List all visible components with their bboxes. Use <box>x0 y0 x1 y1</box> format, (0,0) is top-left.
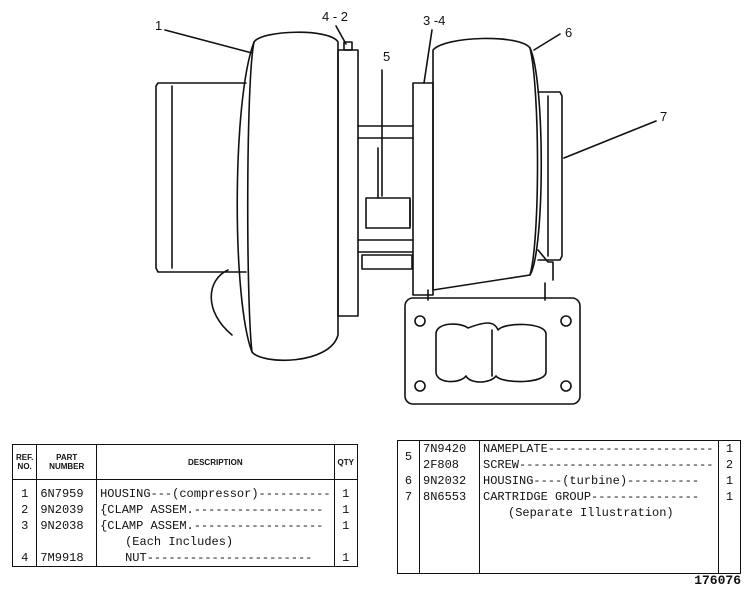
part-cell: 9N2032 <box>419 473 480 489</box>
ref-cell: 5 <box>397 440 420 473</box>
table-row: 7 8N6553 CARTRIDGE GROUP--------------- … <box>397 489 741 505</box>
qty-cell: 1 <box>342 487 350 501</box>
table-row: 6 9N2032 HOUSING----(turbine)---------- … <box>397 473 741 489</box>
compressor-housing <box>236 31 339 362</box>
ref-cell: 2 <box>12 502 38 518</box>
ref-cell: 6 <box>397 473 420 489</box>
figure-number: 176076 <box>694 573 741 588</box>
part-cell: 9N2038 <box>36 518 98 534</box>
qty-cell: 1 <box>342 519 350 533</box>
desc-cell: {CLAMP ASSEM.------------------ <box>96 502 335 518</box>
table-row: 4 7M9918 NUT----------------------- 1 <box>12 550 358 567</box>
header-qty: QTY <box>334 444 358 480</box>
table-row: 2F808 SCREW--------------------------- 2 <box>398 457 741 473</box>
part-cell: 2F808 <box>419 457 480 473</box>
callout-3-4: 3 -4 <box>423 13 446 28</box>
table-row: 5 7N9420 NAMEPLATE----------------------… <box>397 440 741 473</box>
ref-cell <box>12 534 38 550</box>
compressor-flange <box>337 49 359 317</box>
ref-cell <box>397 505 420 521</box>
part-cell <box>36 534 98 550</box>
qty-cell: 1 <box>342 551 350 565</box>
table-filler-row <box>397 521 741 574</box>
desc-cell: CARTRIDGE GROUP--------------- <box>479 489 719 505</box>
nameplate <box>365 197 411 229</box>
part-cell: 7M9918 <box>36 550 98 567</box>
qty-cell: 1 <box>725 442 734 456</box>
desc-cell: SCREW--------------------------- <box>479 457 719 473</box>
part-cell: 8N6553 <box>419 489 480 505</box>
parts-table-right: 5 7N9420 NAMEPLATE----------------------… <box>397 440 741 574</box>
table-header: REF. NO. PART NUMBER DESCRIPTION QTY <box>12 444 358 480</box>
turbocharger-drawing <box>155 25 657 405</box>
qty-cell: 1 <box>725 474 734 488</box>
header-part-number: PART NUMBER <box>36 444 98 480</box>
callout-4-2: 4 - 2 <box>322 9 349 24</box>
desc-cell: {CLAMP ASSEM.------------------ <box>96 518 335 534</box>
qty-cell: 1 <box>342 503 350 517</box>
turbine-outlet <box>537 91 563 261</box>
compressor-inlet <box>155 82 247 273</box>
desc-cell: (Separate Illustration) <box>479 505 719 521</box>
header-ref-no: REF. NO. <box>12 444 38 480</box>
header-description: DESCRIPTION <box>96 444 335 480</box>
qty-cell: 1 <box>725 490 734 504</box>
table-row: 1 6N7959 HOUSING---(compressor)---------… <box>12 479 358 502</box>
ref-cell: 4 <box>12 550 38 567</box>
ref-cell: 7 <box>397 489 420 505</box>
desc-cell: HOUSING----(turbine)---------- <box>479 473 719 489</box>
ref-cell: 1 <box>12 479 38 502</box>
parts-table-left: REF. NO. PART NUMBER DESCRIPTION QTY 1 6… <box>12 444 358 567</box>
callout-5: 5 <box>383 49 391 64</box>
qty-cell: 2 <box>725 458 734 472</box>
turbine-housing <box>432 37 543 291</box>
desc-cell: NUT----------------------- <box>96 550 335 567</box>
desc-cell: (Each Includes) <box>96 534 335 550</box>
table-row: (Each Includes) <box>12 534 358 550</box>
qty-cell <box>334 534 357 550</box>
turbine-inlet-flange <box>404 297 581 405</box>
part-cell: 6N7959 <box>36 479 98 502</box>
table-row: 3 9N2038 {CLAMP ASSEM.------------------… <box>12 518 358 534</box>
part-cell: 9N2039 <box>36 502 98 518</box>
callout-6: 6 <box>565 25 573 40</box>
part-cell <box>419 505 480 521</box>
qty-cell <box>719 505 741 521</box>
table-row: 2 9N2039 {CLAMP ASSEM.------------------… <box>12 502 358 518</box>
part-cell: 7N9420 <box>419 440 480 457</box>
callout-1: 1 <box>155 18 163 33</box>
desc-cell: HOUSING---(compressor)---------- <box>96 479 335 502</box>
desc-cell: NAMEPLATE----------------------- <box>479 440 719 457</box>
table-row: (Separate Illustration) <box>397 505 741 521</box>
callout-7: 7 <box>660 109 668 124</box>
ref-cell: 3 <box>12 518 38 534</box>
